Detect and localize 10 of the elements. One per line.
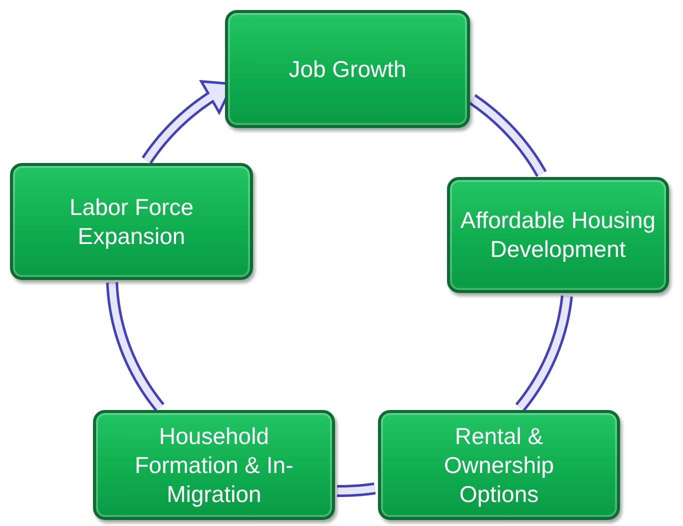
box-label: Rental & Ownership Options	[443, 422, 555, 508]
box-label: Job Growth	[288, 54, 406, 84]
box-label: Household Formation & In-Migration	[134, 422, 294, 508]
process-box	[447, 177, 669, 293]
process-box	[10, 163, 253, 280]
box-label: Labor Force Expansion	[68, 192, 194, 250]
process-box	[93, 410, 335, 520]
process-box	[225, 10, 470, 128]
process-box	[378, 410, 620, 520]
box-label: Affordable Housing Development	[459, 206, 657, 264]
